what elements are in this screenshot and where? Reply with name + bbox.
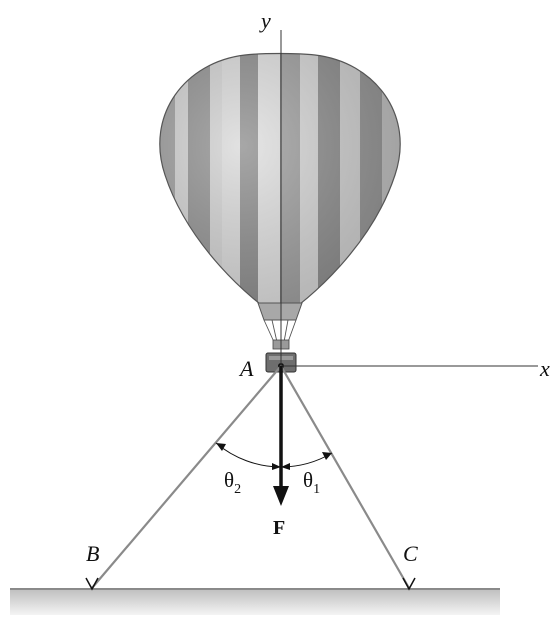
point-b-label: B <box>86 541 99 566</box>
arc-arrowhead-left <box>216 443 226 451</box>
force-label: F <box>273 517 285 539</box>
basket-lines <box>263 319 297 343</box>
rope-ac <box>280 365 410 589</box>
balloon-envelope <box>159 52 401 321</box>
arc-arrowhead-right <box>322 452 332 460</box>
ground <box>10 588 500 615</box>
theta1-label: θ1 <box>303 468 320 497</box>
x-axis-label: x <box>539 356 550 381</box>
force-arrowhead <box>273 486 289 506</box>
y-axis-label: y <box>259 8 271 33</box>
anchor-b <box>85 577 99 591</box>
point-c-label: C <box>403 541 418 566</box>
arc-arrowhead-mid-left <box>272 463 281 470</box>
rope-ab <box>91 365 282 589</box>
theta2-label: θ2 <box>224 468 241 497</box>
angle-arcs <box>215 442 333 468</box>
arc-arrowhead-mid-right <box>281 463 290 470</box>
anchor-c <box>402 577 416 591</box>
point-a-label: A <box>238 356 254 381</box>
